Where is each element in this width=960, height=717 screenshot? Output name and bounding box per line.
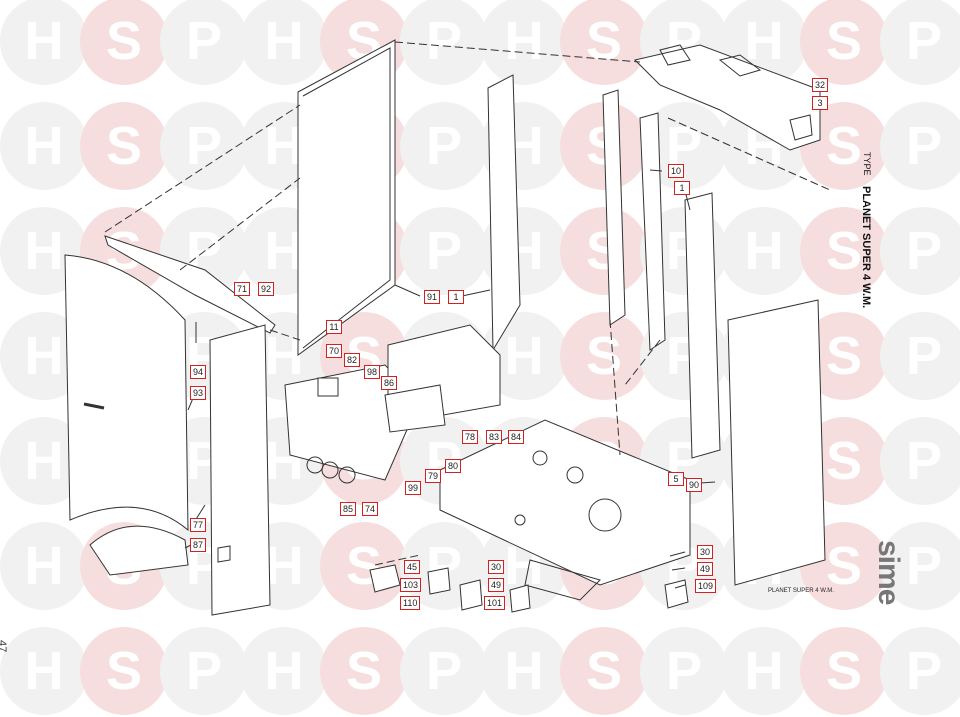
callout-c11: 11 (326, 320, 342, 334)
watermark-circle: S (80, 102, 168, 190)
watermark-circle: P (880, 102, 960, 190)
top-bracket (634, 44, 821, 151)
watermark-circle: P (400, 207, 488, 295)
right-side-panel (727, 299, 826, 586)
callout-c82: 82 (344, 353, 361, 367)
exploded-parts-drawing (64, 39, 831, 616)
callout-c79: 79 (425, 469, 442, 483)
watermark-circle: H (0, 522, 88, 610)
watermark-circle: H (0, 102, 88, 190)
watermark-circle: S (560, 0, 648, 85)
transformer (317, 377, 339, 397)
callout-c1a: 1 (674, 181, 690, 195)
fitting-109 (664, 579, 689, 609)
watermark-circle: P (880, 417, 960, 505)
sime-logo: sime (872, 540, 905, 605)
watermark-circle: S (800, 0, 888, 85)
watermark-circle: H (0, 0, 88, 85)
front-panel (64, 254, 189, 532)
watermark-circle: P (400, 102, 488, 190)
rail-1 (487, 74, 521, 352)
callout-c49a: 49 (488, 578, 505, 592)
callout-c74: 74 (362, 502, 379, 516)
rail-2 (602, 89, 626, 326)
left-frame-panel (297, 39, 396, 356)
callout-c5: 5 (668, 472, 684, 486)
type-label: TYPE (862, 152, 872, 176)
callout-c84: 84 (508, 430, 525, 444)
callout-c70: 70 (326, 344, 343, 358)
watermark-circle: P (880, 522, 960, 610)
callout-c49b: 49 (697, 562, 714, 576)
callout-c10: 10 (668, 164, 685, 178)
fitting-110 (369, 564, 401, 593)
callout-c110: 110 (400, 596, 421, 610)
watermark-circle: S (560, 312, 648, 400)
callout-c90: 90 (686, 478, 703, 492)
bottom-cover (89, 525, 189, 576)
watermark-circle: S (80, 0, 168, 85)
callout-c30a: 30 (488, 560, 505, 574)
callout-c109: 109 (695, 579, 717, 593)
watermark-circle: S (320, 522, 408, 610)
callout-c85: 85 (340, 502, 357, 516)
footer-model-label: PLANET SUPER 4 W.M. (768, 588, 834, 594)
watermark-circle: H (480, 0, 568, 85)
callout-c1b: 1 (448, 290, 464, 304)
callout-c86: 86 (381, 376, 398, 390)
rail-10 (639, 112, 666, 351)
callout-c45: 45 (404, 560, 421, 574)
door-panel (209, 324, 271, 616)
callout-c78: 78 (462, 430, 479, 444)
callout-c77: 77 (190, 518, 207, 532)
watermark-circle: P (880, 0, 960, 85)
upper-cover-strip (104, 235, 276, 334)
callout-c93: 93 (190, 386, 207, 400)
callout-c91: 91 (424, 290, 441, 304)
callout-c80: 80 (445, 459, 462, 473)
watermark-circle: P (160, 102, 248, 190)
callout-c94: 94 (190, 365, 207, 379)
callout-c103: 103 (400, 578, 422, 592)
callout-c30b: 30 (697, 545, 714, 559)
callout-c101: 101 (484, 596, 506, 610)
base-chassis (439, 419, 691, 586)
fitting-101 (459, 579, 483, 611)
callout-c98: 98 (364, 365, 381, 379)
watermark-circle: H (240, 0, 328, 85)
callout-c32: 32 (812, 78, 829, 92)
callout-c3: 3 (812, 96, 828, 110)
rail-right-1 (684, 192, 721, 459)
watermark-circle: P (160, 0, 248, 85)
watermark-circle: P (400, 0, 488, 85)
watermark-circle: S (560, 207, 648, 295)
watermark-circle: S (800, 207, 888, 295)
callout-c99: 99 (405, 481, 422, 495)
callout-c87: 87 (190, 538, 207, 552)
watermark-circle: H (720, 207, 808, 295)
fitting-103 (427, 567, 451, 595)
watermark-circle: P (880, 207, 960, 295)
callout-c71: 71 (234, 282, 251, 296)
fitting-tee (509, 584, 531, 613)
model-title: PLANET SUPER 4 W.M. (860, 186, 872, 309)
watermark-circle: P (880, 312, 960, 400)
callout-c83: 83 (486, 430, 503, 444)
page-number: 47 (0, 640, 8, 653)
pcb-board (384, 384, 446, 433)
callout-c92: 92 (258, 282, 275, 296)
